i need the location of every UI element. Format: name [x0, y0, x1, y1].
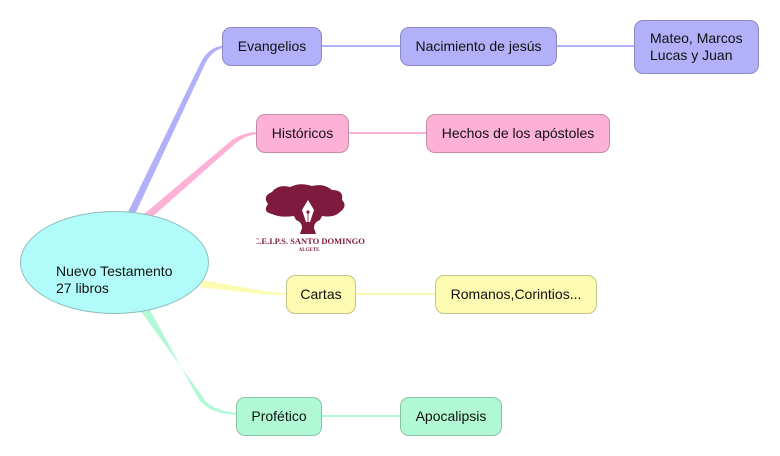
node-evangelios[interactable]: Evangelios — [222, 27, 322, 66]
node-romanos-corintios[interactable]: Romanos,Corintios... — [435, 275, 597, 314]
logo-school-name: C.E.I.P.S. SANTO DOMINGO — [256, 236, 365, 246]
node-label: Nacimiento de jesús — [415, 38, 542, 54]
school-logo: C.E.I.P.S. SANTO DOMINGO ALGETE — [256, 184, 365, 253]
node-label: Profético — [251, 408, 307, 424]
node-label: Romanos,Corintios... — [450, 286, 582, 302]
node-historicos[interactable]: Históricos — [256, 114, 349, 153]
logo-place: ALGETE — [299, 248, 321, 253]
node-hechos-de-los-apostoles[interactable]: Hechos de los apóstoles — [426, 114, 610, 153]
branch-connector-historicos — [144, 132, 258, 217]
node-label: Cartas — [300, 286, 342, 302]
node-mateo-marcos-lucas-juan[interactable]: Mateo, Marcos Lucas y Juan — [634, 20, 759, 74]
node-nacimiento-de-jesus[interactable]: Nacimiento de jesús — [400, 27, 557, 66]
branch-connector-cartas — [200, 280, 287, 295]
node-label: Hechos de los apóstoles — [441, 125, 595, 141]
branch-connector-evangelios — [128, 45, 228, 212]
branch-connector-profetico — [140, 310, 238, 415]
node-label: Históricos — [271, 125, 334, 141]
node-label: Apocalipsis — [415, 408, 487, 424]
root-node-nuevo-testamento[interactable]: Nuevo Testamento 27 libros — [20, 211, 209, 314]
root-node-label: Nuevo Testamento 27 libros — [56, 263, 173, 296]
node-label: Mateo, Marcos Lucas y Juan — [650, 30, 743, 63]
node-cartas[interactable]: Cartas — [286, 275, 356, 314]
node-label: Evangelios — [237, 38, 307, 54]
node-profetico[interactable]: Profético — [236, 397, 322, 436]
node-apocalipsis[interactable]: Apocalipsis — [400, 397, 502, 436]
